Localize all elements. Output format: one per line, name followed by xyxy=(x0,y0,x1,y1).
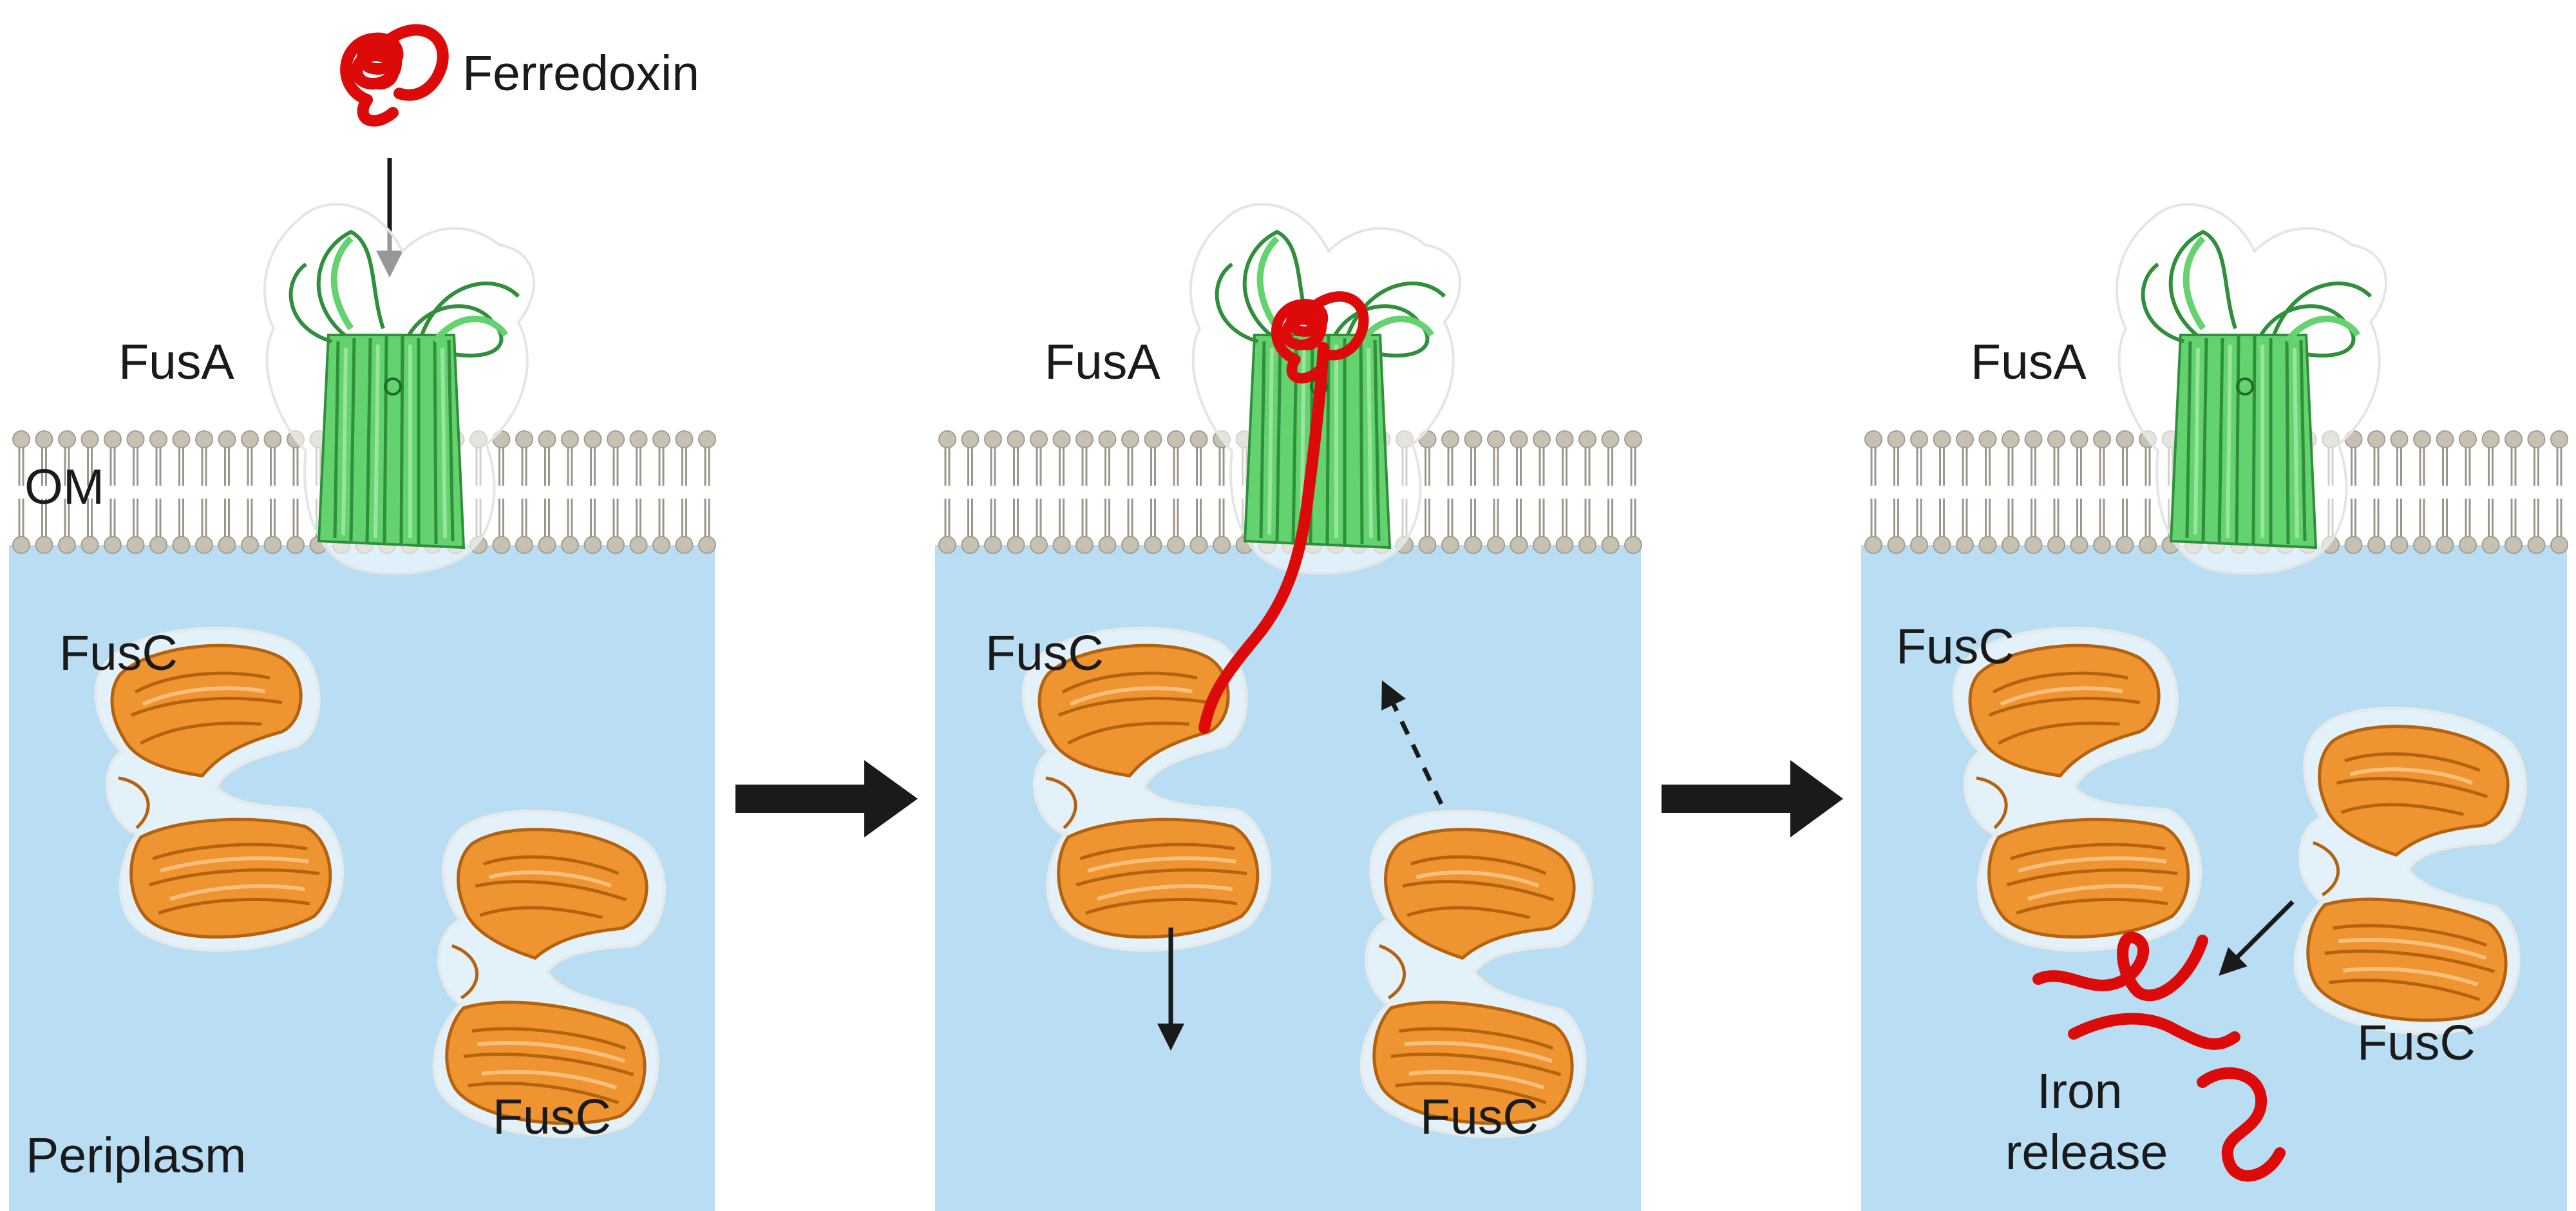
periplasm-label: Periplasm xyxy=(26,1128,246,1183)
process-arrow-icon xyxy=(1662,760,1843,837)
fusc-label: FusC xyxy=(985,625,1104,681)
fusc-label: FusC xyxy=(2357,1015,2476,1071)
om-label: OM xyxy=(24,459,104,515)
fusc-label: FusC xyxy=(59,625,178,681)
fusc-label: FusC xyxy=(493,1089,611,1145)
fusa-label: FusA xyxy=(1045,334,1160,390)
ferredoxin-strand xyxy=(1198,342,1329,734)
ferredoxin-label: Ferredoxin xyxy=(462,46,699,101)
fusc-approach-arrow xyxy=(1381,680,1444,805)
iron-release-line: Iron xyxy=(2037,1063,2123,1119)
fusa-label: FusA xyxy=(118,334,234,390)
fusa-label: FusA xyxy=(1971,334,2087,390)
release-arrow xyxy=(2219,900,2295,976)
iron-release-label: Iron release xyxy=(2005,1063,2168,1180)
panel-3: FusA FusC FusC Iron release xyxy=(1861,204,2569,1211)
panel-2: FusA FusC FusC xyxy=(935,204,1643,1211)
ferredoxin-helix-icon xyxy=(346,30,443,120)
ferredoxin-fragments xyxy=(2032,931,2286,1182)
fusc-label: FusC xyxy=(1896,619,2014,674)
fusc-label: FusC xyxy=(1420,1089,1539,1145)
process-arrow-icon xyxy=(735,760,918,837)
iron-release-line: release xyxy=(2005,1125,2168,1180)
